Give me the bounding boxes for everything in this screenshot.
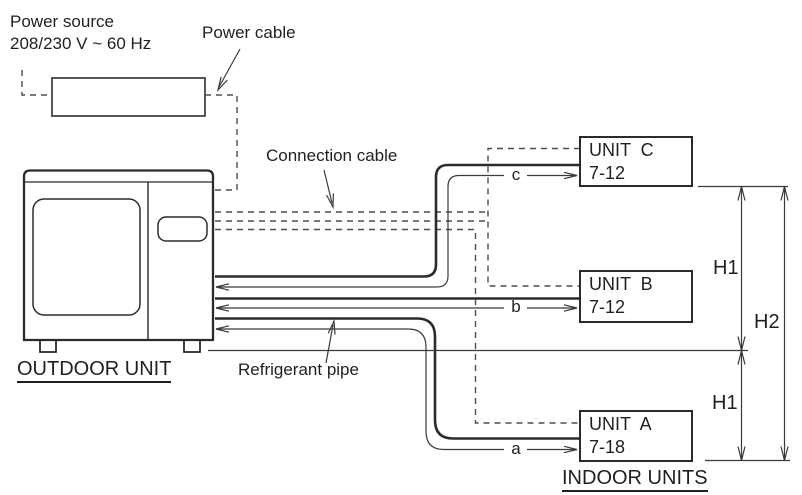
power-cable-dashed-line	[205, 94, 238, 191]
pipe-arrowhead-left-a	[215, 325, 230, 333]
unit-c-capacity: 7-12	[589, 163, 626, 183]
unit-a-name: UNIT A	[589, 414, 652, 434]
pipe-arrowhead-right-c	[563, 171, 578, 180]
power-source-label-line1: Power source	[10, 12, 114, 31]
unit-c-name: UNIT C	[589, 140, 654, 160]
pipe-arrowhead-left-c	[215, 283, 230, 291]
indoor-unit-c-box: UNIT C 7-12	[579, 136, 693, 187]
power-source-label-line2: 208/230 V ~ 60 Hz	[10, 34, 152, 53]
indoor-units-label: INDOOR UNITS	[562, 467, 708, 492]
refrigerant-pipe-thin-lines	[215, 171, 578, 454]
refrigerant-pipe-callout: Refrigerant pipe	[238, 360, 359, 379]
power-cable-leader	[218, 48, 241, 88]
pipe-label-b: b	[511, 297, 521, 316]
unit-b-capacity: 7-12	[589, 297, 626, 317]
pipe-label-c: c	[511, 165, 521, 184]
connection-cable-lines	[215, 147, 580, 424]
outdoor-unit-foot-left	[39, 339, 57, 353]
unit-a-capacity: 7-18	[589, 437, 626, 457]
unit-b-name: UNIT B	[589, 274, 653, 294]
outdoor-unit-foot-right	[183, 339, 201, 353]
dimension-h2-label: H2	[754, 311, 780, 333]
indoor-unit-b-box: UNIT B 7-12	[579, 270, 693, 323]
pipe-arrowhead-right-b	[563, 304, 578, 312]
callout-leader-arrows	[216, 48, 336, 364]
power-source-symbol	[21, 70, 238, 191]
dimension-lines	[208, 185, 790, 462]
refrigerant-pipe-thick-lines	[215, 163, 580, 440]
pipe-label-a: a	[511, 439, 521, 458]
connection-cable-callout: Connection cable	[266, 146, 398, 165]
outdoor-unit-label: OUTDOOR UNIT	[17, 358, 172, 383]
power-cable-callout: Power cable	[202, 23, 296, 42]
outdoor-unit-panel	[157, 216, 208, 242]
outdoor-unit-grille	[32, 198, 141, 316]
pipe-arrowhead-left-b	[215, 304, 230, 312]
pipe-arrowhead-right-a	[563, 445, 578, 454]
outdoor-unit-drawing	[22, 169, 215, 353]
indoor-unit-a-box: UNIT A 7-18	[579, 410, 693, 462]
dimension-h1-bottom-label: H1	[712, 392, 738, 414]
connection-cable-leader	[323, 169, 333, 204]
refrigerant-pipe-leader	[325, 324, 334, 364]
dimension-h1-top-label: H1	[713, 257, 739, 279]
